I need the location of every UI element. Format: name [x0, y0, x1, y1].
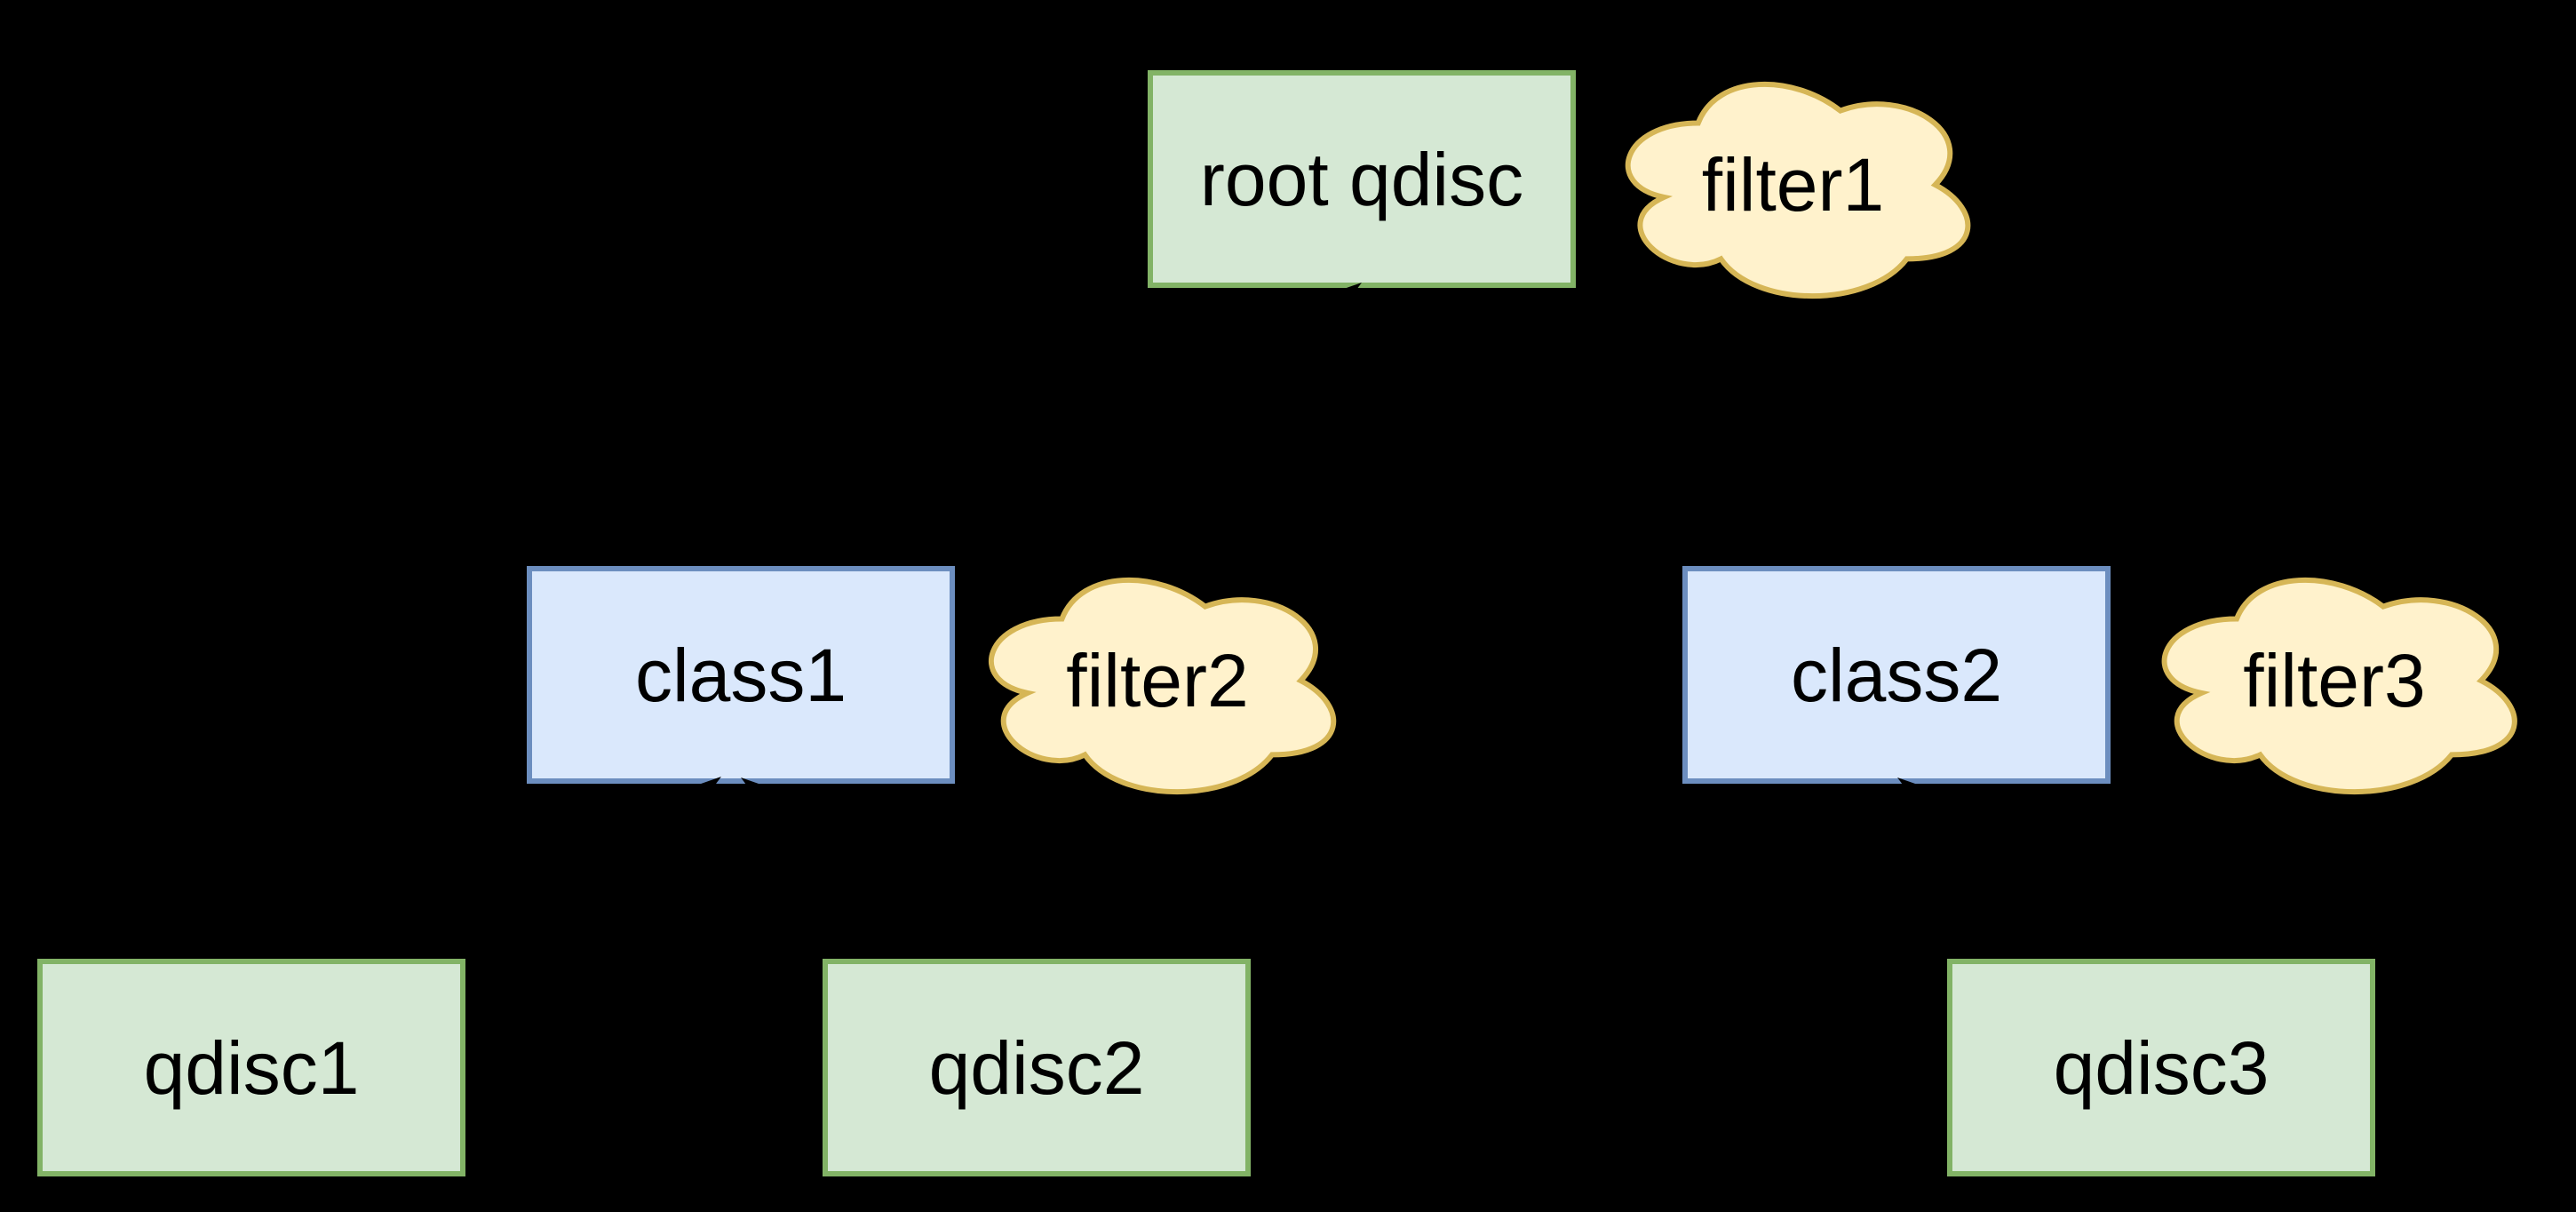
cloud-shape-icon — [2139, 557, 2530, 804]
filter2-label: filter2 — [1066, 639, 1249, 722]
node-qdisc3-label: qdisc3 — [2053, 1025, 2270, 1110]
node-root-qdisc-label: root qdisc — [1199, 137, 1524, 221]
node-root-qdisc: root qdisc — [1148, 70, 1576, 288]
node-class1-label: class1 — [634, 633, 847, 717]
node-qdisc2-label: qdisc2 — [928, 1025, 1145, 1110]
node-qdisc2: qdisc2 — [823, 959, 1251, 1176]
filter1-label: filter1 — [1701, 143, 1885, 227]
filter2-cloud: filter2 — [966, 557, 1348, 804]
cloud-shape-icon — [1603, 61, 1983, 308]
filter3-cloud: filter3 — [2139, 557, 2530, 804]
node-class1: class1 — [527, 566, 955, 784]
filter1-cloud: filter1 — [1603, 61, 1983, 308]
node-class2: class2 — [1682, 566, 2111, 784]
filter3-label: filter3 — [2243, 639, 2426, 722]
node-class2-label: class2 — [1790, 633, 2003, 717]
cloud-shape-icon — [966, 557, 1348, 804]
node-qdisc1: qdisc1 — [37, 959, 465, 1176]
node-qdisc1-label: qdisc1 — [143, 1025, 360, 1110]
node-qdisc3: qdisc3 — [1947, 959, 2375, 1176]
